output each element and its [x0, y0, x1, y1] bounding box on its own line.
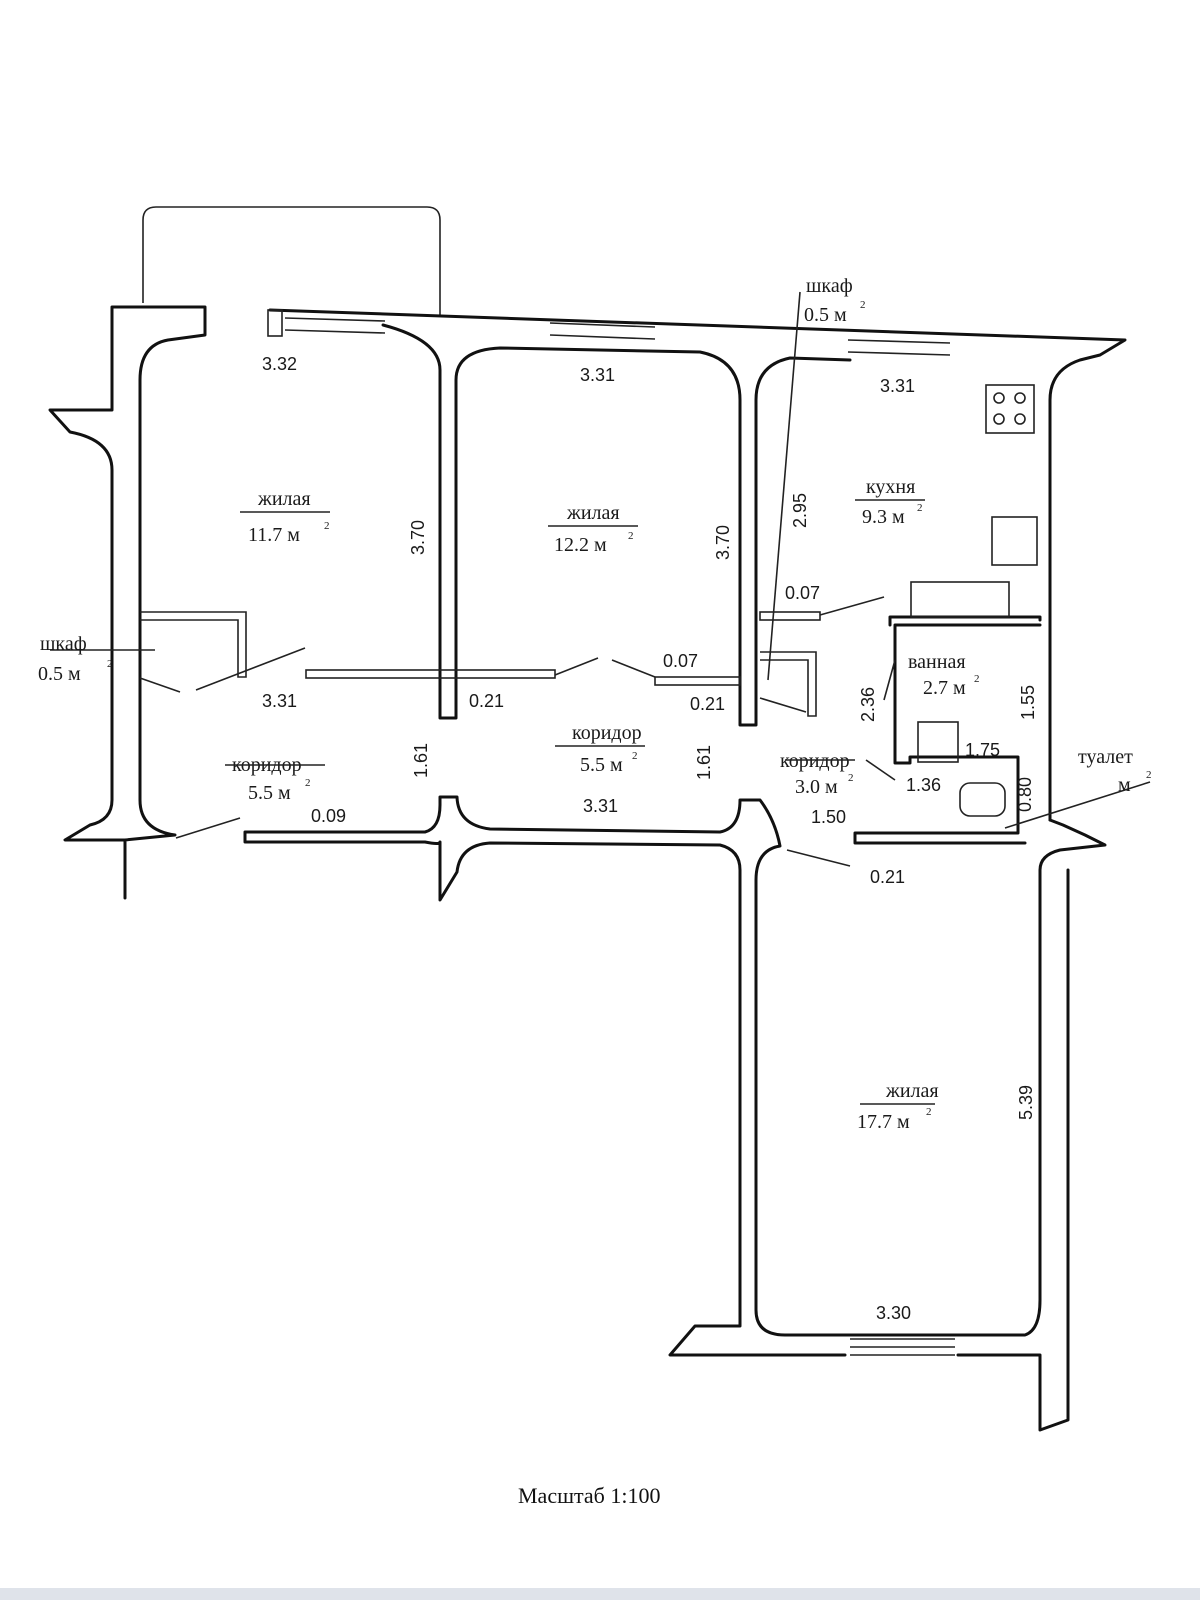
- left-exterior-wall: [48, 305, 207, 900]
- area-sup: 2: [917, 502, 923, 514]
- room-area: 12.2 м: [554, 534, 607, 556]
- closet-leader: [767, 291, 801, 681]
- dimension-label: 0.21: [690, 694, 725, 714]
- dimension-label: 0.80: [1015, 777, 1035, 812]
- dimension-label: 1.36: [906, 775, 941, 795]
- dimension-label: 1.55: [1018, 685, 1038, 720]
- room-label: кухня: [866, 476, 915, 498]
- interior-wall-1: [381, 323, 852, 727]
- room-area: 0.5 м: [38, 663, 81, 685]
- burner-icon: [993, 392, 1005, 404]
- area-sup: 2: [860, 299, 866, 311]
- dimension-label: 3.70: [713, 525, 733, 560]
- dimension-label: 0.07: [663, 651, 698, 671]
- dimension-label: 2.95: [790, 493, 810, 528]
- dimension-label: 5.39: [1016, 1085, 1036, 1120]
- scale-label: Масштаб 1:100: [518, 1483, 660, 1508]
- area-sup: 2: [628, 530, 634, 542]
- room-label: туалет: [1078, 746, 1133, 768]
- balcony-outline: [142, 206, 441, 315]
- area-sup: 2: [974, 673, 980, 685]
- door-swing: [883, 659, 896, 701]
- window-1: [284, 317, 386, 322]
- room-label: жилая: [257, 488, 311, 510]
- closet-2: [760, 651, 817, 717]
- toilet-leader: [1004, 781, 1151, 829]
- room-area: м: [1118, 774, 1131, 796]
- dimension-label: 3.31: [262, 691, 297, 711]
- dimension-label: 3.31: [583, 796, 618, 816]
- room-label: шкаф: [40, 633, 87, 655]
- area-sup: 2: [1146, 769, 1152, 781]
- burner-icon: [1014, 392, 1026, 404]
- dimension-label: 0.21: [870, 867, 905, 887]
- door-swing: [175, 817, 241, 839]
- room-area: 9.3 м: [862, 506, 905, 528]
- dimension-label: 3.32: [262, 354, 297, 374]
- dimension-label: 0.07: [785, 583, 820, 603]
- kitchen-sink: [991, 516, 1038, 566]
- kitchen-counter: [910, 581, 1010, 618]
- stove-icon: [985, 384, 1035, 434]
- room-area: 17.7 м: [857, 1111, 910, 1133]
- dimension-label: 3.31: [880, 376, 915, 396]
- room-area: 0.5 м: [804, 304, 847, 326]
- dimension-label: 1.61: [411, 743, 431, 778]
- door-swing: [139, 677, 181, 693]
- door-swing: [786, 849, 851, 867]
- room-area: 5.5 м: [580, 754, 623, 776]
- room-label: жилая: [885, 1080, 939, 1102]
- washbasin-icon: [917, 721, 959, 763]
- dimension-label: 3.70: [408, 520, 428, 555]
- window-2: [549, 322, 656, 328]
- bathroom-wall: [853, 615, 1042, 845]
- window-1b: [284, 329, 386, 334]
- window-3b: [847, 351, 951, 356]
- room-area: 5.5 м: [248, 782, 291, 804]
- room-label: жилая: [566, 502, 620, 524]
- room-label: шкаф: [806, 275, 853, 297]
- dimension-label: 3.31: [580, 365, 615, 385]
- room-label: коридор: [572, 722, 642, 744]
- dimension-label: 0.09: [311, 806, 346, 826]
- area-sup: 2: [848, 772, 854, 784]
- area-sup: 2: [632, 750, 638, 762]
- room-area: 3.0 м: [795, 776, 838, 798]
- area-sup: 2: [107, 658, 113, 670]
- room-label: ванная: [908, 651, 966, 673]
- door-swing: [195, 647, 306, 691]
- corridor-bottom-wall: [243, 795, 1107, 1432]
- dimension-label: 1.61: [694, 745, 714, 780]
- partition-1: [305, 669, 556, 679]
- dimension-label: 2.36: [858, 687, 878, 722]
- toilet-icon: [959, 782, 1006, 817]
- window-2b: [549, 334, 656, 340]
- dimension-label: 3.30: [876, 1303, 911, 1323]
- partition-3: [759, 611, 821, 621]
- room-label: коридор: [780, 750, 850, 772]
- door-swing: [865, 759, 896, 781]
- burner-icon: [1014, 413, 1026, 425]
- window-3: [847, 339, 951, 344]
- door-swing: [611, 659, 656, 678]
- door-swing: [759, 697, 807, 713]
- scan-edge: [0, 1588, 1200, 1600]
- dimension-label: 1.50: [811, 807, 846, 827]
- area-sup: 2: [305, 777, 311, 789]
- door-swing: [819, 596, 885, 616]
- area-sup: 2: [926, 1106, 932, 1118]
- door-swing: [554, 657, 599, 676]
- partition-2: [654, 676, 741, 686]
- burner-icon: [993, 413, 1005, 425]
- room-area: 11.7 м: [248, 524, 300, 546]
- dimension-label: 1.75: [965, 740, 1000, 760]
- closet-1: [140, 611, 247, 678]
- dimension-label: 0.21: [469, 691, 504, 711]
- area-sup: 2: [324, 520, 330, 532]
- wall-stub: [267, 309, 283, 337]
- top-exterior-wall: [268, 308, 1127, 822]
- room-area: 2.7 м: [923, 677, 966, 699]
